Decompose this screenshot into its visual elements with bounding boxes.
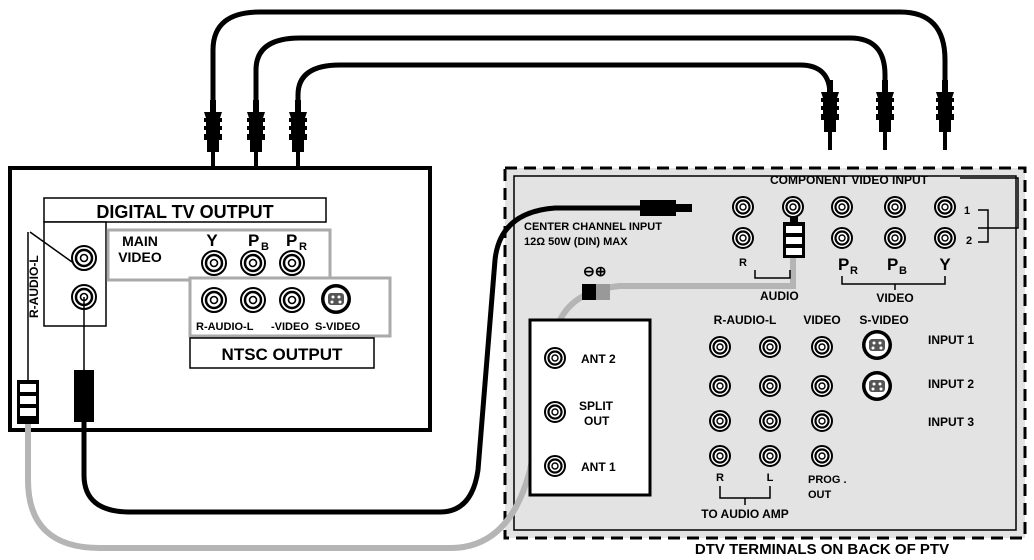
component-plug-pr-right [821, 80, 839, 150]
split-label: SPLIT [579, 399, 614, 413]
digital-title-box [43, 197, 327, 223]
diagram-caption: DTV TERMINALS ON BACK OF PTV [695, 541, 949, 558]
input2-label: INPUT 2 [928, 377, 974, 391]
ntsc-video-jack [278, 286, 306, 314]
input3-label: INPUT 3 [928, 415, 974, 429]
prog-out-label: OUT [808, 489, 832, 501]
ant1-jack [543, 454, 567, 478]
amp-r-label: R [716, 472, 724, 484]
audio-l-jack-ptv [781, 195, 805, 219]
pr-jack-dtv [278, 249, 306, 277]
y-jack-1 [933, 195, 957, 219]
prog-label: PROG . [808, 474, 847, 486]
grey-plug-left [17, 380, 39, 424]
ntsc-video-label: -VIDEO [271, 321, 309, 333]
pb-jack-1 [883, 195, 907, 219]
input2-svideo [862, 371, 892, 401]
r-audio-l-column-label: R-AUDIO-L [714, 313, 777, 327]
pb-jack-dtv [239, 249, 267, 277]
input3-audio-r [708, 409, 732, 433]
input2-video [810, 374, 834, 398]
audio-group-label: AUDIO [760, 289, 799, 303]
svideo-column-label: S-VIDEO [859, 313, 908, 327]
digital-tv-output-title: DIGITAL TV OUTPUT [96, 202, 273, 222]
to-audio-amp-label: TO AUDIO AMP [701, 507, 789, 521]
ntsc-audio-label: R-AUDIO-L [196, 321, 254, 333]
main-label: MAIN [122, 233, 158, 249]
split-out-jack [543, 400, 567, 424]
audio-r-small-label: R [739, 257, 747, 269]
ntsc-audio-r-jack [200, 286, 228, 314]
center-channel-input-label: CENTER CHANNEL INPUT [524, 221, 662, 233]
input1-audio-l [758, 335, 782, 359]
polarity-symbols: ⊖⊕ [583, 263, 606, 279]
component-plug-pr-left [289, 100, 307, 170]
input1-audio-r [708, 335, 732, 359]
audio-r-jack-ptv [731, 226, 755, 250]
input2-audio-l [758, 374, 782, 398]
component-video-input-title: COMPONENT VIDEO INPUT [770, 173, 929, 187]
component-bracket [960, 177, 1019, 229]
ntsc-svideo-label: S-VIDEO [315, 321, 361, 333]
center-channel-plug [640, 200, 692, 216]
row-2-number: 2 [966, 235, 972, 247]
ant2-label: ANT 2 [581, 352, 616, 366]
audio-side-box [43, 221, 107, 327]
component-plug-y-right [936, 80, 954, 150]
y-label-ptv: Y [939, 255, 951, 274]
ant1-label: ANT 1 [581, 460, 616, 474]
ant2-jack [543, 346, 567, 370]
input3-video [810, 409, 834, 433]
prog-out-jack [810, 444, 834, 468]
speaker-terminal-neg [582, 284, 596, 300]
ptv-panel-inner [513, 175, 1017, 531]
input2-audio-r [708, 374, 732, 398]
pr-label-ptv: P [838, 255, 849, 274]
amp-l-jack [758, 444, 782, 468]
center-channel-spec-label: 12Ω 50W (DIN) MAX [524, 236, 628, 248]
video-column-label: VIDEO [803, 313, 840, 327]
audio-r-jack-dtv [70, 244, 98, 272]
row-1-number: 1 [964, 205, 970, 217]
component-plug-y-left [204, 100, 222, 170]
pr-jack-2 [830, 226, 854, 250]
component-plug-pb-left [247, 100, 265, 170]
y-label: Y [206, 231, 218, 250]
ntsc-title-box [189, 337, 375, 369]
ntsc-svideo-jack [321, 284, 351, 314]
leader-line [29, 231, 73, 263]
input1-video [810, 335, 834, 359]
pb-subscript: B [261, 241, 269, 253]
y-jack-dtv [200, 249, 228, 277]
pr-sub-ptv: R [850, 265, 858, 277]
y-jack-2 [933, 226, 957, 250]
amp-l-label: L [767, 472, 774, 484]
video-label: VIDEO [118, 249, 162, 265]
component-cables [210, 9, 948, 100]
pb-sub-ptv: B [899, 265, 907, 277]
input3-audio-l [758, 409, 782, 433]
component-plug-pb-right [876, 80, 894, 150]
pr-subscript: R [299, 241, 307, 253]
amp-r-jack [708, 444, 732, 468]
pr-label: P [286, 231, 297, 250]
ntsc-output-title: NTSC OUTPUT [222, 345, 344, 364]
ntsc-audio-l-jack [239, 286, 267, 314]
r-audio-l-side-label: R-AUDIO-L [27, 255, 41, 318]
input1-svideo [862, 330, 892, 360]
black-plug-left [74, 370, 94, 422]
input1-label: INPUT 1 [928, 333, 974, 347]
pb-label-ptv: P [887, 255, 898, 274]
video-group-label: VIDEO [876, 291, 913, 305]
pr-jack-1 [830, 195, 854, 219]
center-channel-jack [731, 195, 755, 219]
out-label: OUT [584, 414, 610, 428]
pb-label: P [248, 231, 259, 250]
speaker-terminal-pos [596, 284, 610, 300]
pb-jack-2 [883, 226, 907, 250]
